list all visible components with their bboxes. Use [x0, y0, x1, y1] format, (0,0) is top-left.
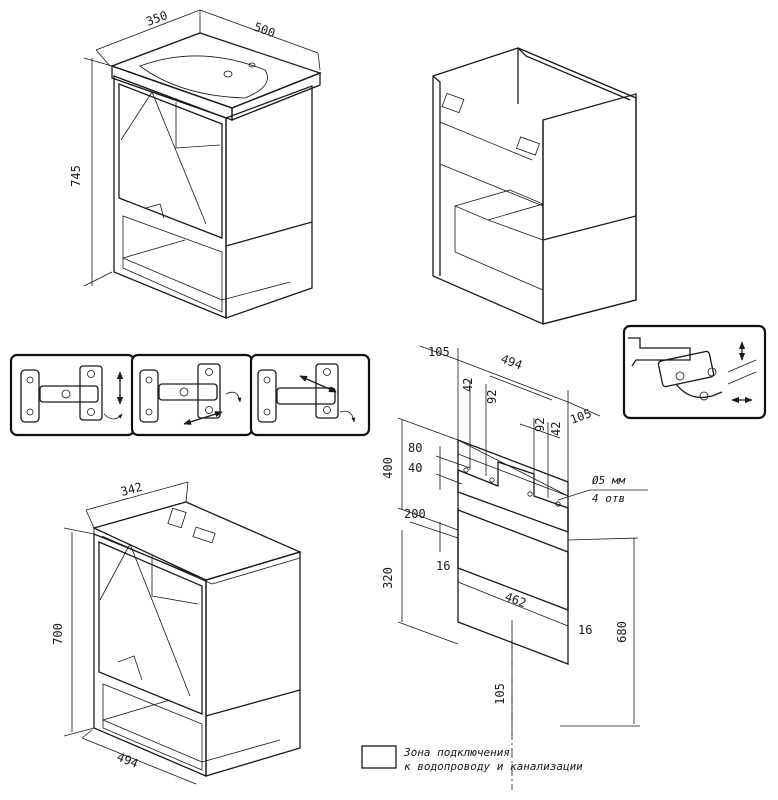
legend-hatch-swatch — [361, 745, 397, 769]
hole-note-line1: Ø5 мм — [592, 474, 625, 487]
dim-320: 320 — [381, 567, 395, 589]
hinge-adjust-vertical-icon — [20, 365, 124, 423]
mount-hole — [527, 491, 533, 497]
vanity-with-sink-view: 350 500 745 — [69, 8, 322, 319]
dim-105-right: 105 — [568, 406, 593, 427]
dim-42-a: 42 — [461, 378, 475, 392]
hole-note-line2: 4 отв — [592, 492, 625, 505]
hinge-adjust-horizontal-icon — [139, 363, 242, 425]
dim-80: 80 — [408, 441, 422, 455]
dim-width-label: 500 — [252, 20, 277, 41]
legend-line1: Зона подключения — [403, 746, 510, 759]
dim-42-b: 42 — [549, 422, 563, 436]
open-carcass-view — [432, 47, 637, 325]
dim-680: 680 — [615, 621, 629, 643]
hanging-bracket-icon — [622, 324, 767, 420]
hinge-adjustment-panels — [9, 353, 371, 437]
dim-105-bottom: 105 — [493, 683, 507, 705]
legend-line2: к водопроводу и канализации — [404, 760, 583, 773]
dim-height-label-bottom: 700 — [51, 623, 65, 645]
dim-105-left: 105 — [428, 345, 450, 359]
dim-494: 494 — [499, 352, 524, 373]
dim-depth-label: 350 — [144, 8, 169, 29]
dim-height-label: 745 — [69, 165, 83, 187]
upper-connection-zone — [457, 461, 569, 533]
installation-plan: 105 494 42 92 92 42 105 400 80 40 200 32… — [381, 345, 648, 790]
dim-16-left: 16 — [436, 559, 450, 573]
mount-hole — [555, 501, 561, 507]
dim-92-b: 92 — [533, 418, 547, 432]
mount-hole — [463, 467, 469, 473]
hinge-panel-vertical — [9, 353, 136, 437]
dim-40: 40 — [408, 461, 422, 475]
dim-200: 200 — [404, 507, 426, 521]
hinge-panel-depth — [249, 353, 371, 437]
mount-hole — [489, 477, 495, 483]
hanging-bracket-left — [441, 92, 465, 114]
lower-connection-zone — [457, 509, 569, 611]
dim-92-a: 92 — [485, 390, 499, 404]
hinge-panel-horizontal — [130, 353, 254, 437]
hinge-adjust-depth-icon — [257, 363, 356, 423]
vanity-under-countertop-view: 342 700 494 — [51, 480, 302, 785]
dim-width-label-bottom: 494 — [115, 750, 140, 771]
dim-462: 462 — [503, 590, 528, 611]
dim-16-right: 16 — [578, 623, 592, 637]
dim-depth-label-bottom: 342 — [119, 480, 144, 499]
hanging-bracket-right — [516, 136, 540, 156]
legend: Зона подключения к водопроводу и канализ… — [361, 745, 583, 773]
dim-400: 400 — [381, 457, 395, 479]
